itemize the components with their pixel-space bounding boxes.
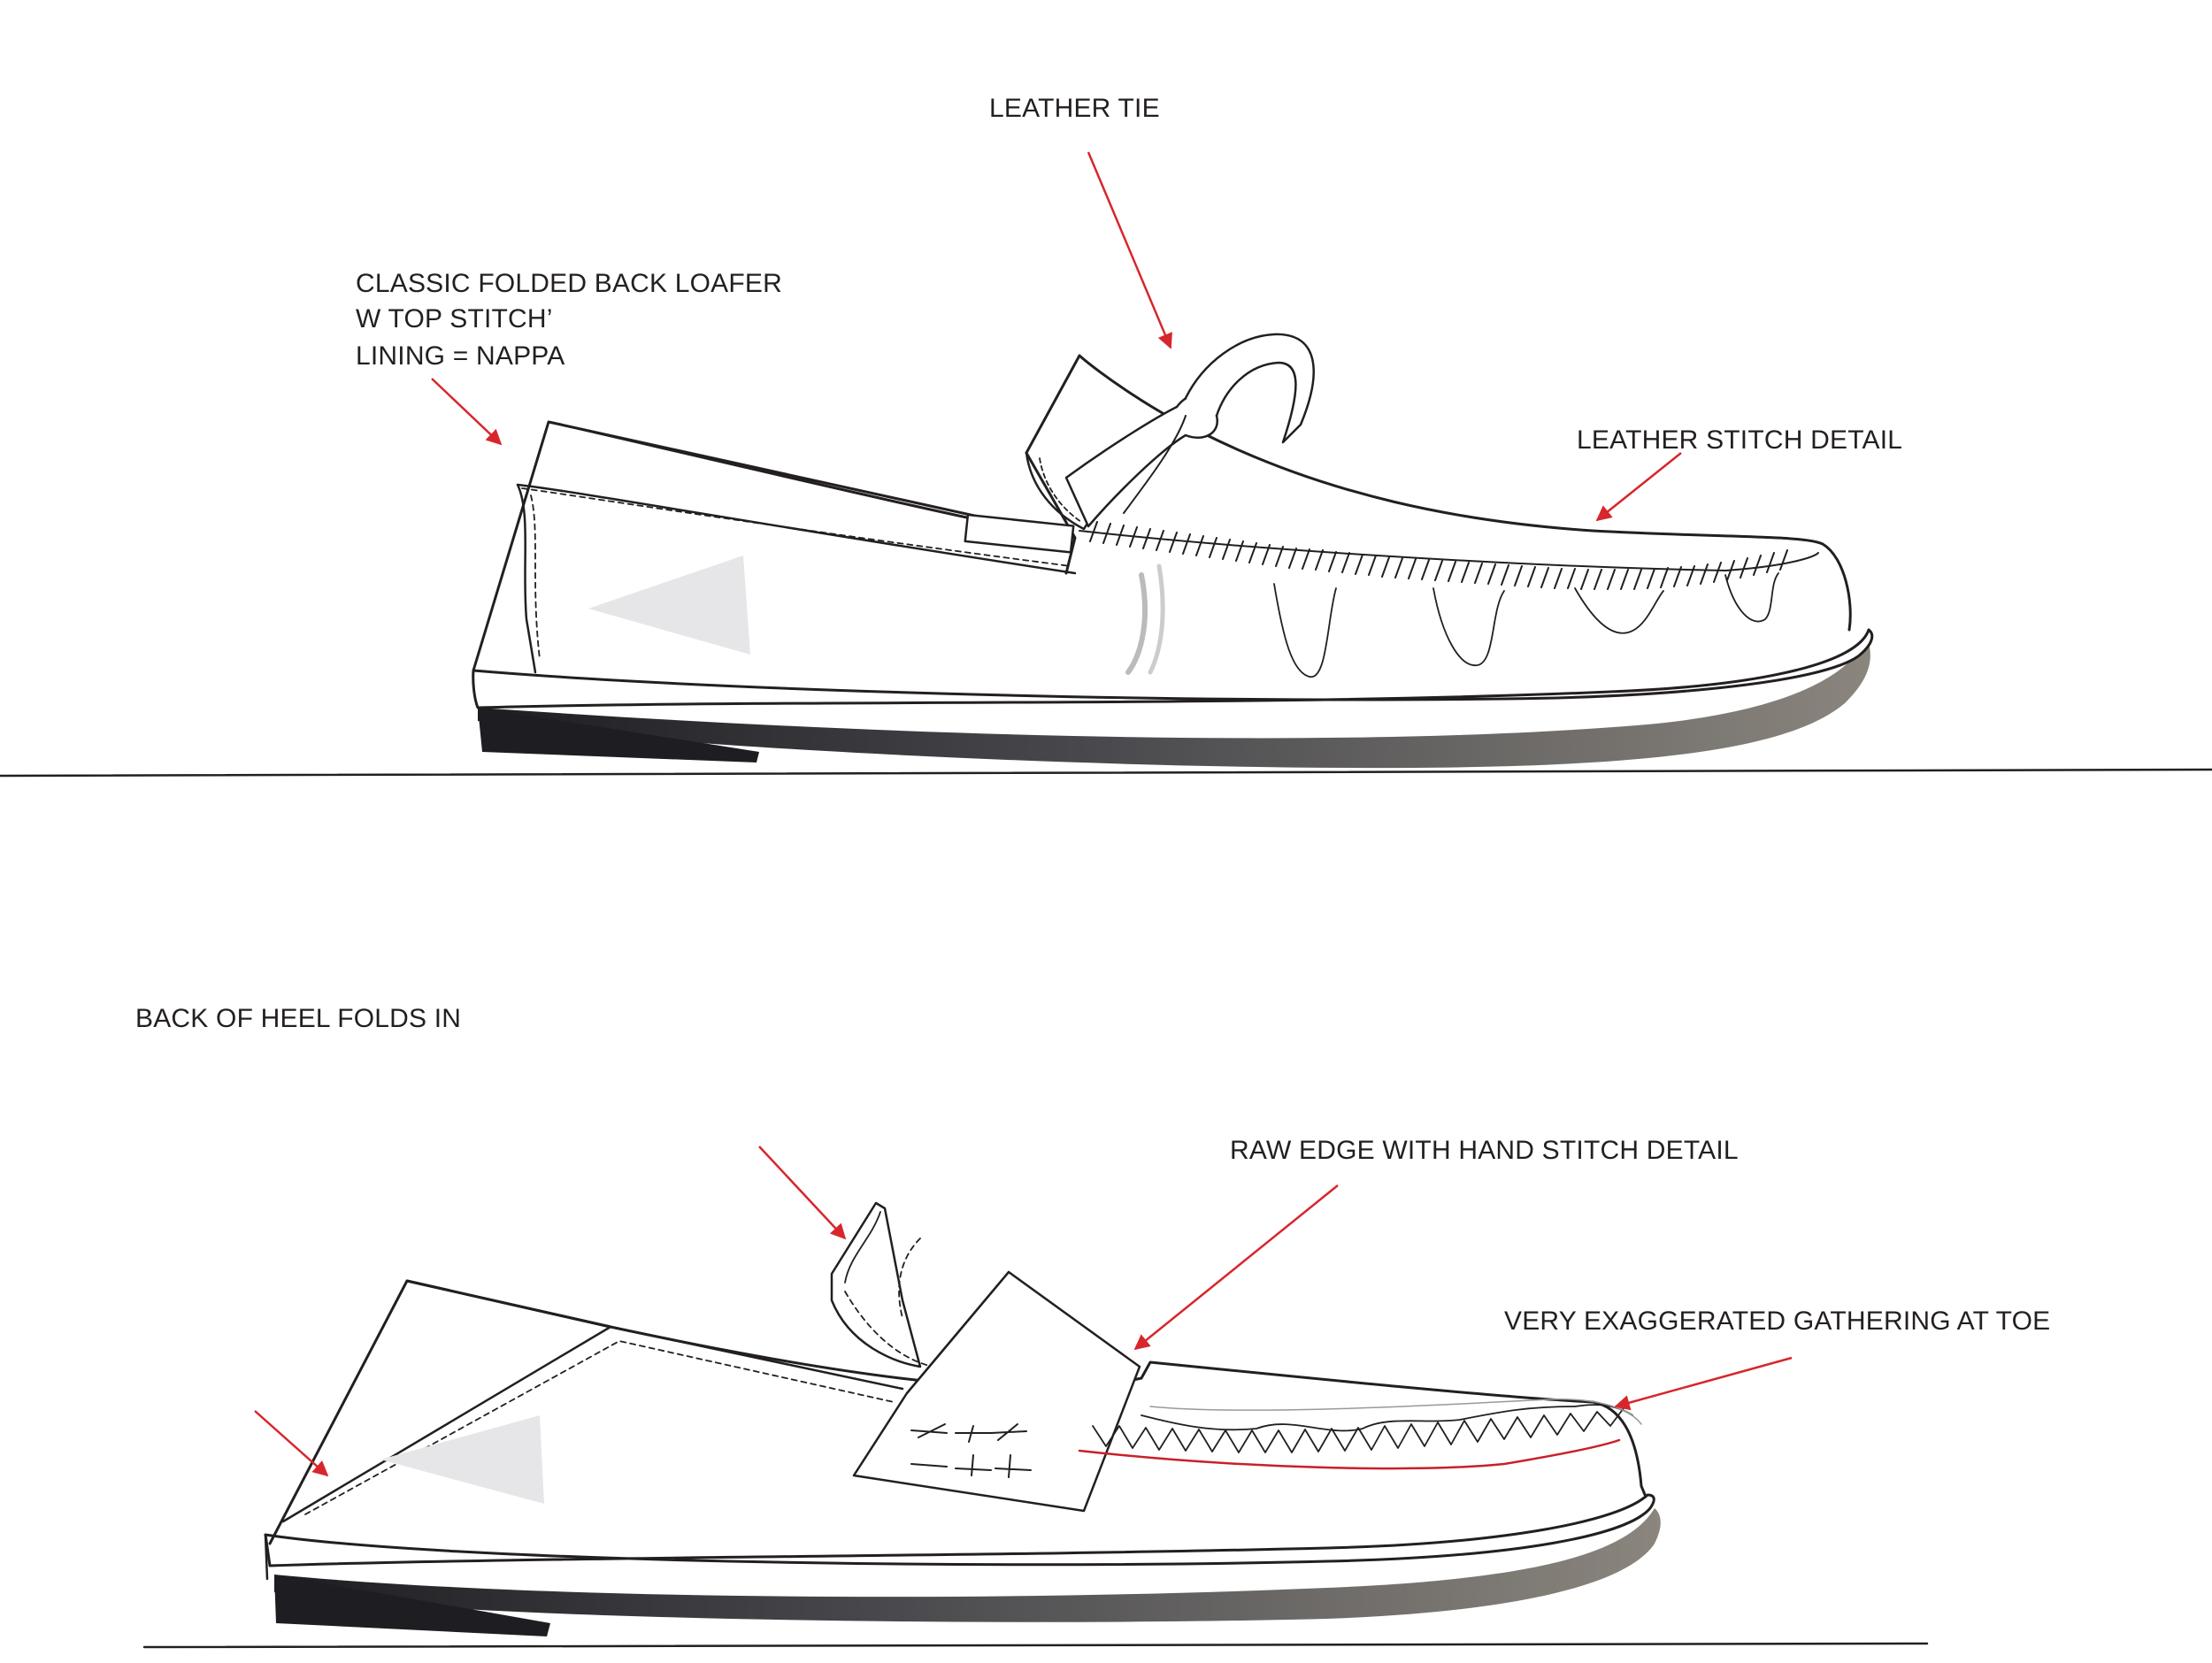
ground-line-bottom [142, 1642, 1929, 1649]
ground-line-top [0, 768, 2212, 778]
upper-bottom [268, 1279, 1647, 1545]
label-stitch-detail: LEATHER STITCH DETAIL [1577, 425, 1903, 455]
top-loafer [0, 333, 2212, 778]
stitch-row-top [1089, 521, 1788, 590]
outsole-top [478, 637, 1870, 769]
arrow-tongue [758, 1146, 847, 1240]
label-gathering: VERY EXAGGERATED GATHERING AT TOE [1504, 1307, 2051, 1336]
raw-edge-line [1078, 1438, 1621, 1470]
annotation-arrows [254, 151, 1793, 1477]
leather-tie [1064, 393, 1219, 528]
tongue-bottom [830, 1201, 922, 1368]
arrow-raw-edge [1133, 1184, 1339, 1351]
label-heel-folds: BACK OF HEEL FOLDS IN [135, 1004, 462, 1033]
label-leather-tie: LEATHER TIE [989, 94, 1160, 123]
label-loafer-line3: LINING = NAPPA [356, 341, 565, 371]
strap-stitches [910, 1423, 1032, 1478]
label-loafer-line1: CLASSIC FOLDED BACK LOAFER [356, 269, 782, 298]
midsole-bottom [264, 1493, 1655, 1567]
zigzag-stitch [1092, 1407, 1624, 1453]
arrow-gathering [1614, 1356, 1793, 1411]
arrow-leather-tie [1087, 151, 1172, 349]
midsole-top [472, 628, 1874, 709]
arrow-heel-folds [254, 1410, 329, 1477]
label-loafer-line2: W TOP STITCH’ [356, 304, 553, 333]
bottom-loafer [142, 1201, 1929, 1649]
arrow-stitch-detail [1595, 452, 1682, 522]
outsole-bottom [274, 1508, 1661, 1622]
label-raw-edge: RAW EDGE WITH HAND STITCH DETAIL [1230, 1136, 1739, 1165]
arrow-loafer [431, 378, 503, 446]
